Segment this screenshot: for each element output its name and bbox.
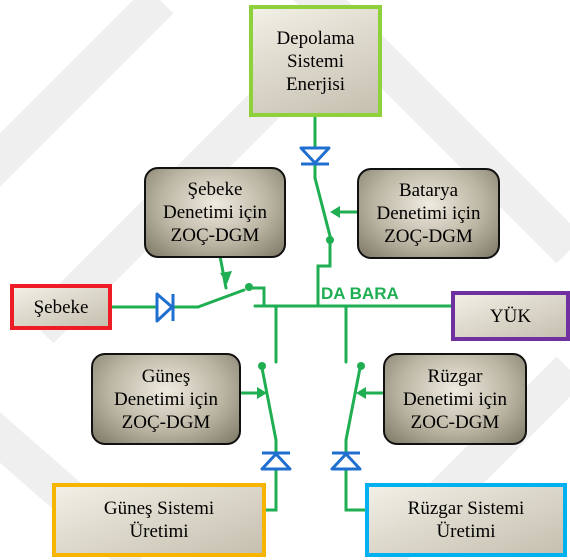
storage-switch-blade xyxy=(313,176,332,238)
storage-diode-icon xyxy=(299,146,331,166)
battery-ctrl-line-2: Denetimi için xyxy=(376,203,481,224)
storage-label-line-1: Depolama xyxy=(276,27,355,49)
solar-ctrl-line-3: ZOÇ-DGM xyxy=(121,411,211,433)
wind-diode-icon xyxy=(330,451,362,471)
grid-bus-wire xyxy=(248,286,266,308)
battery-control-box: Batarya Denetimi için ZOÇ-DGM xyxy=(357,168,500,259)
storage-box: Depolama Sistemi Enerjisi xyxy=(249,5,382,117)
wind-control-box: Rüzgar Denetimi için ZOC-DGM xyxy=(383,353,527,445)
load-box: YÜK xyxy=(451,291,570,341)
storage-label-line-3: Enerjisi xyxy=(285,73,346,95)
battery-ctrl-line-1: Batarya xyxy=(398,180,459,201)
grid-switch-blade xyxy=(196,288,246,309)
battery-ctrl-line-3: ZOÇ-DGM xyxy=(384,226,473,247)
load-label: YÜK xyxy=(489,305,532,327)
grid-ctrl-line-1: Şebeke xyxy=(187,179,243,200)
wind-output-wire xyxy=(344,468,367,512)
battery-ctrl-arrowhead xyxy=(330,206,340,218)
solar-switch-blade xyxy=(260,366,278,442)
grid-box: Şebeke xyxy=(10,284,112,330)
wind-label-line-2: Üretimi xyxy=(436,521,496,542)
grid-label: Şebeke xyxy=(33,296,89,318)
solar-output-wire xyxy=(264,468,278,512)
grid-control-box: Şebeke Denetimi için ZOÇ-DGM xyxy=(144,167,286,258)
wind-ctrl-line-3: ZOC-DGM xyxy=(410,411,500,433)
dc-bus-label: DA BARA xyxy=(321,284,399,303)
storage-switch-contact xyxy=(326,236,334,244)
grid-switch-contact xyxy=(245,283,253,291)
grid-diode-icon xyxy=(155,292,175,323)
solar-control-box: Güneş Denetimi için ZOÇ-DGM xyxy=(91,353,241,445)
wind-box: Rüzgar Sistemi Üretimi xyxy=(365,483,567,557)
solar-label-line-1: Güneş Sistemi xyxy=(103,498,215,519)
grid-ctrl-line-3: ZOÇ-DGM xyxy=(170,225,260,246)
solar-diode-icon xyxy=(260,451,292,471)
solar-switch-contact xyxy=(258,362,266,370)
wind-label-line-1: Rüzgar Sistemi xyxy=(407,498,525,519)
solar-label-line-2: Üretimi xyxy=(129,521,189,542)
grid-ctrl-arrowhead xyxy=(220,271,232,284)
wind-ctrl-arrowhead xyxy=(356,387,366,399)
solar-box: Güneş Sistemi Üretimi xyxy=(52,483,266,557)
grid-ctrl-line-2: Denetimi için xyxy=(163,202,267,223)
wind-switch-blade xyxy=(344,366,362,442)
storage-bus-wire xyxy=(316,240,332,308)
solar-ctrl-line-1: Güneş xyxy=(141,365,191,387)
wind-switch-contact xyxy=(357,362,365,370)
wind-ctrl-line-2: Denetimi için xyxy=(403,388,507,410)
storage-label-line-2: Sistemi xyxy=(286,50,344,72)
wind-ctrl-line-1: Rüzgar xyxy=(427,365,483,387)
solar-ctrl-arrowhead xyxy=(257,387,267,399)
grid-ctrl-arrow-line xyxy=(218,254,228,290)
solar-ctrl-line-2: Denetimi için xyxy=(114,388,218,410)
